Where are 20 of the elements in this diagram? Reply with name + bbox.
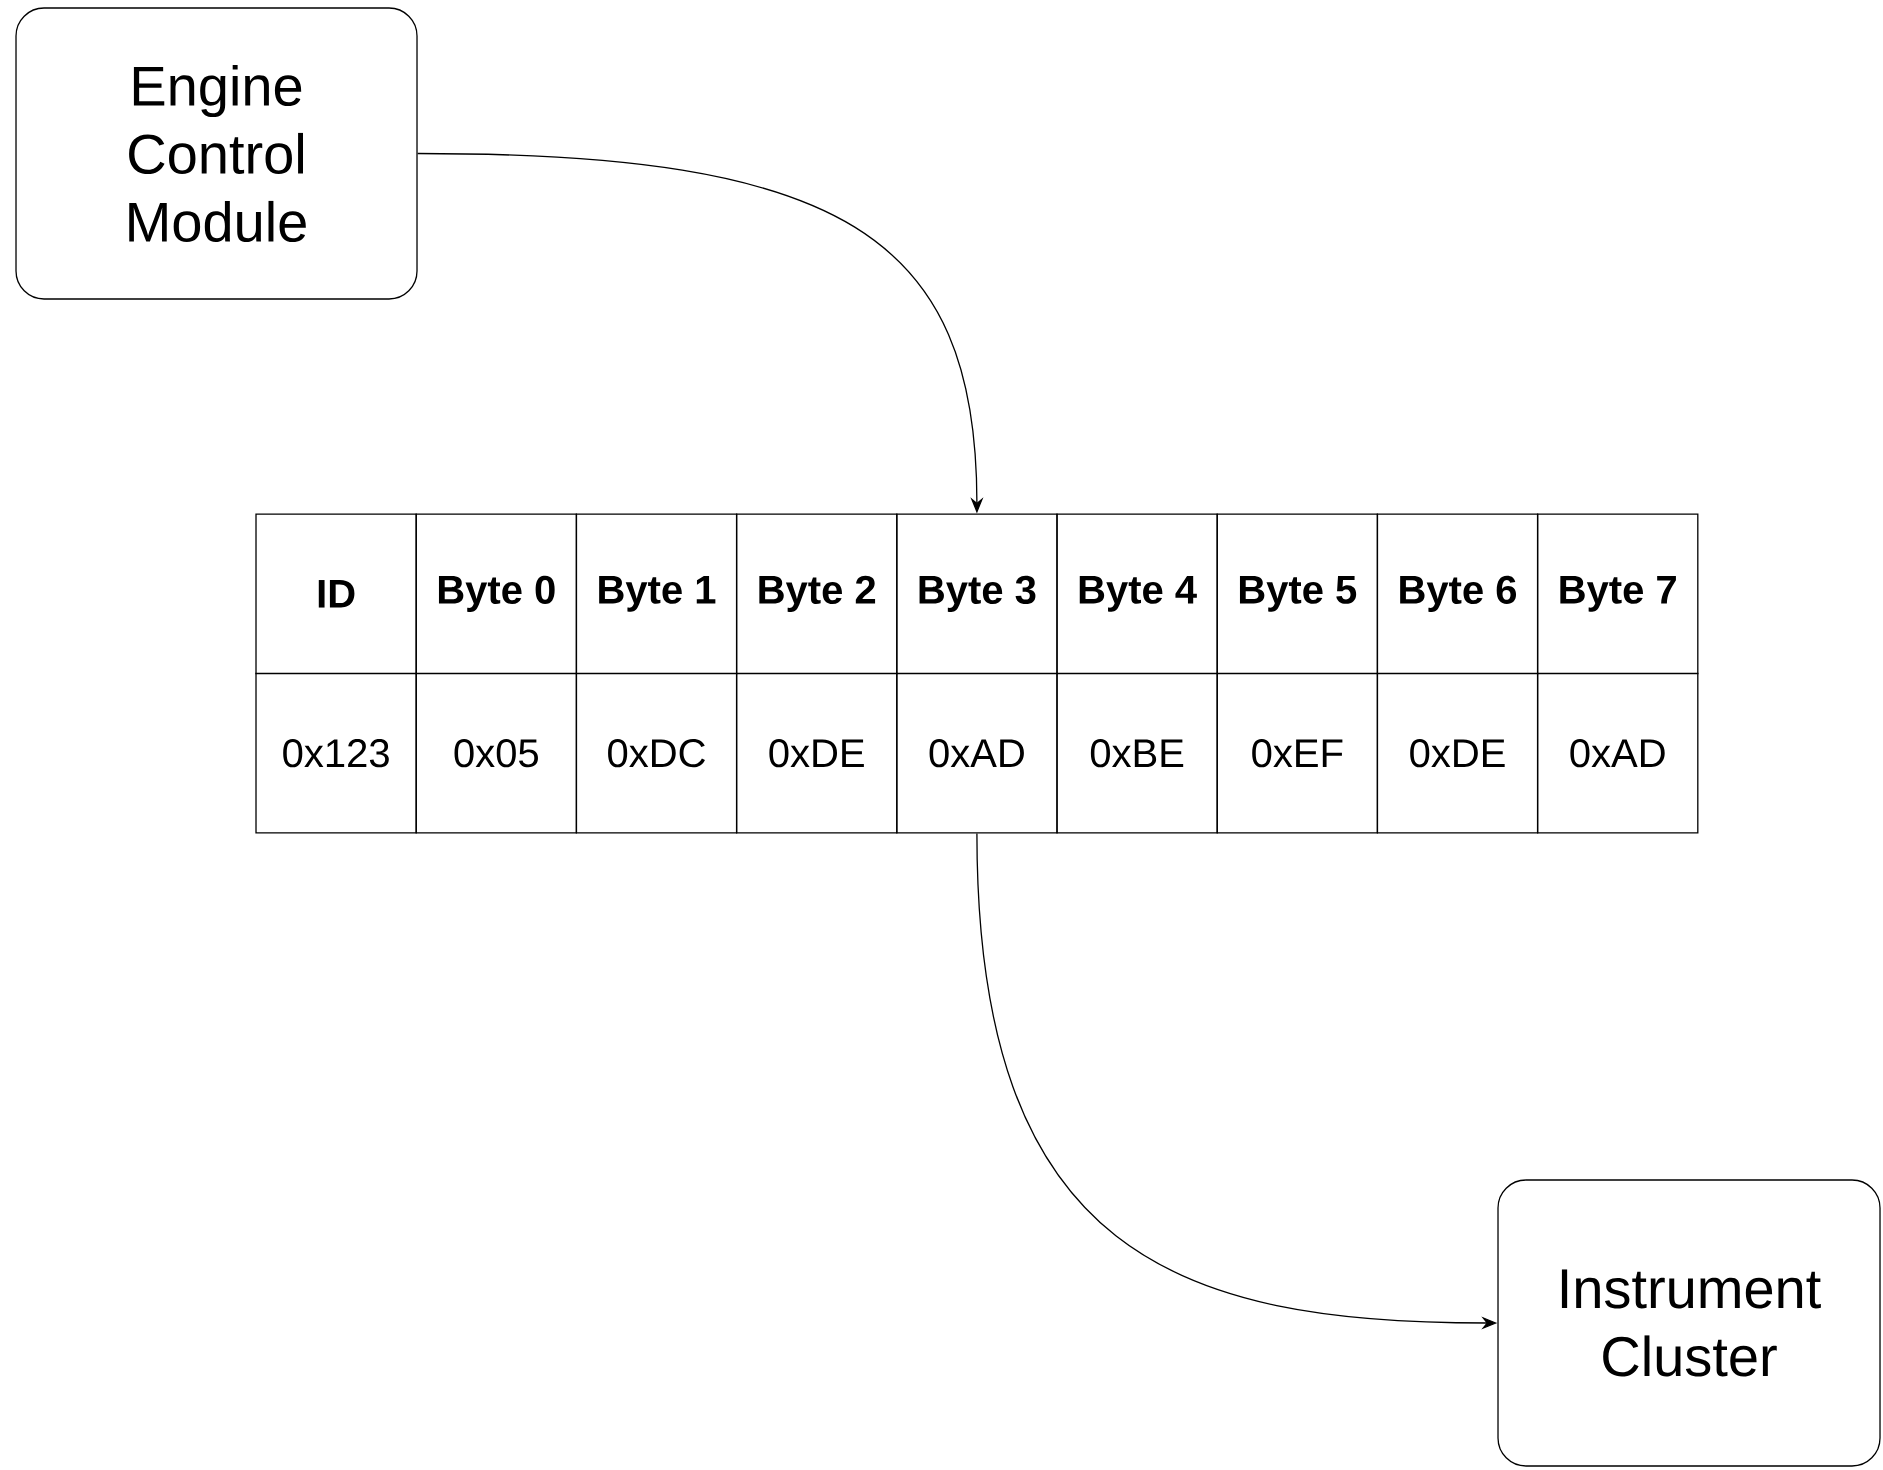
header-cell: ID bbox=[255, 513, 417, 675]
header-cell: Byte 6 bbox=[1376, 513, 1539, 675]
table-cell: 0x123 bbox=[255, 672, 417, 834]
table-cell: 0xBE bbox=[1056, 672, 1218, 834]
table-cell: 0x05 bbox=[415, 672, 578, 834]
header-cell: Byte 2 bbox=[735, 513, 898, 675]
module-box: Instrument Cluster bbox=[1497, 1179, 1881, 1467]
table-cell: 0xAD bbox=[896, 672, 1058, 834]
header-cell: Byte 4 bbox=[1056, 513, 1218, 675]
table-cell: 0xDC bbox=[575, 672, 738, 834]
header-cell: Byte 7 bbox=[1536, 513, 1699, 675]
header-cell: Byte 0 bbox=[415, 513, 578, 675]
table-cell: 0xDE bbox=[735, 672, 898, 834]
header-cell: Byte 3 bbox=[896, 513, 1058, 675]
header-cell: Byte 5 bbox=[1216, 513, 1379, 675]
table-cell: 0xEF bbox=[1216, 672, 1379, 834]
table-cell: 0xAD bbox=[1536, 672, 1699, 834]
module-box: Engine Control Module bbox=[15, 7, 418, 300]
header-cell: Byte 1 bbox=[575, 513, 738, 675]
table-cell: 0xDE bbox=[1376, 672, 1539, 834]
